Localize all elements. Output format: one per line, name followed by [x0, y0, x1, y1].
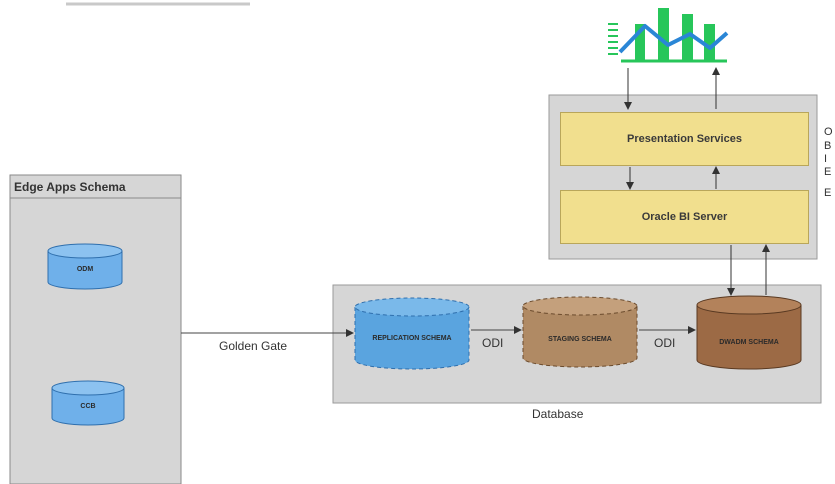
edge-apps-title: Edge Apps Schema [14, 180, 126, 194]
dwadm-schema-label: DWADM SCHEMA [719, 339, 779, 346]
ccb-db-icon [51, 380, 125, 426]
dwadm-db-icon [696, 295, 802, 370]
oracle-bi-server-box: Oracle BI Server [560, 190, 809, 244]
staging-schema-label: STAGING SCHEMA [548, 336, 612, 343]
replication-db-icon [354, 297, 470, 370]
ccb-label: CCB [80, 403, 96, 410]
odm-db-icon [47, 243, 123, 290]
obiee-side-letter-e: E [824, 166, 832, 178]
database-label: Database [532, 407, 584, 421]
dashboard-chart-icon [608, 8, 729, 63]
obiee-side-letter-o: O [824, 126, 833, 138]
replication-schema-label: REPLICATION SCHEMA [372, 335, 452, 342]
presentation-services-box: Presentation Services [560, 112, 809, 166]
staging-db-icon [522, 296, 638, 368]
odm-label: ODM [76, 266, 94, 273]
odi-label-2: ODI [654, 336, 676, 350]
odi-label-1: ODI [482, 336, 504, 350]
edge-apps-frame [9, 174, 182, 484]
obiee-side-letter-b: B [824, 140, 832, 152]
golden-gate-label: Golden Gate [219, 339, 288, 353]
obiee-side-letter-i: I [824, 153, 828, 165]
obiee-side-letter-e2: E [824, 187, 832, 199]
